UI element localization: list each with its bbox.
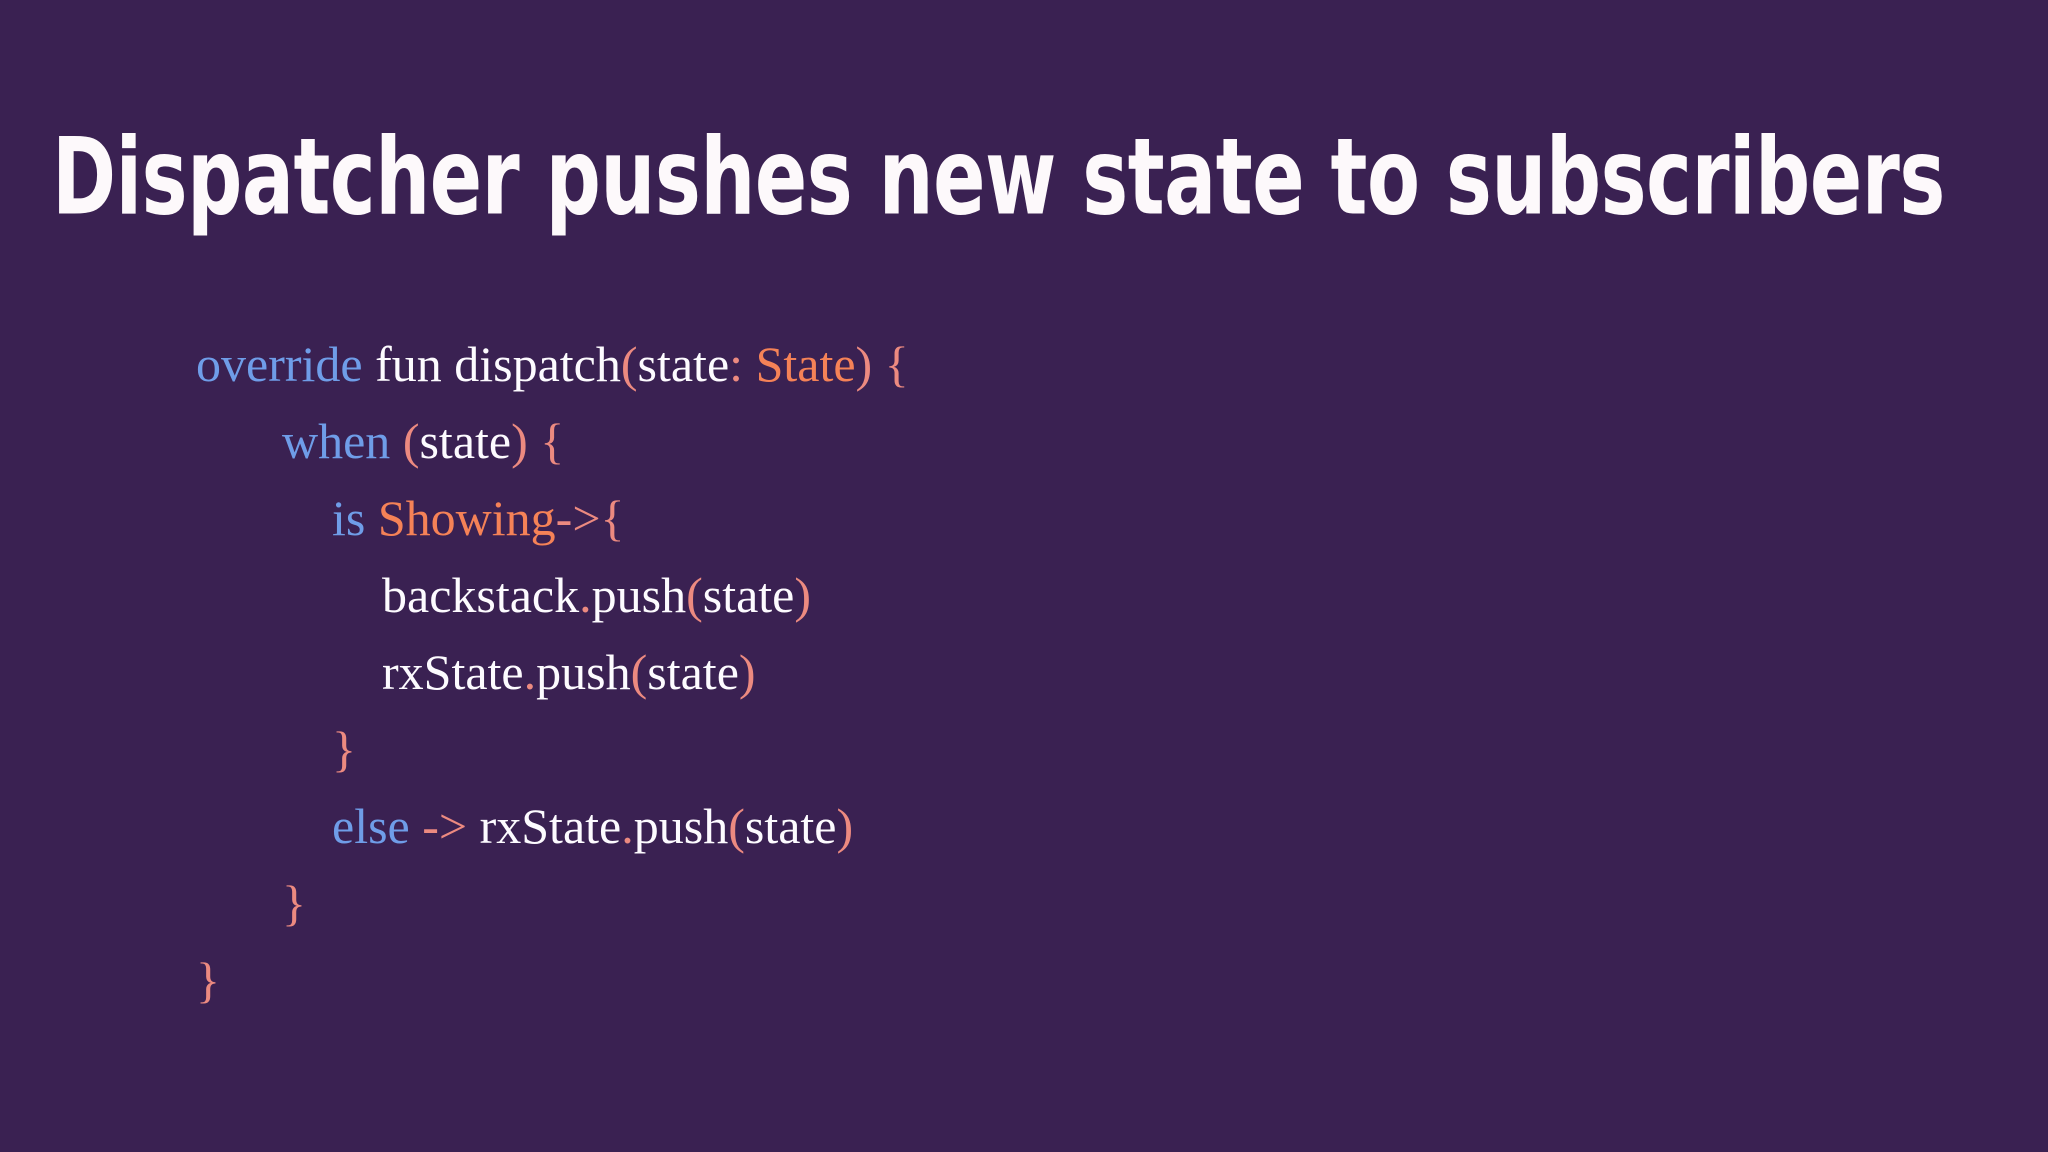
- code-token-punctuation: ) {: [855, 336, 909, 392]
- code-line-4: backstack.push(state): [196, 557, 909, 634]
- code-token-identifier: push: [591, 567, 687, 623]
- code-line-2: when (state) {: [196, 403, 909, 480]
- code-token-keyword: is: [332, 490, 366, 546]
- code-token-punctuation: (: [630, 644, 648, 700]
- code-token-punctuation: ): [836, 798, 854, 854]
- code-token-keyword: else: [332, 798, 410, 854]
- code-token-identifier: fun dispatch: [362, 336, 621, 392]
- code-token-punctuation: (: [686, 567, 703, 623]
- code-token-type: State: [755, 336, 856, 392]
- code-token-punctuation: .: [579, 567, 592, 623]
- code-token-identifier: push: [536, 644, 631, 700]
- code-line-9: }: [196, 942, 909, 1019]
- code-token-punctuation: .: [523, 644, 537, 700]
- code-token-keyword: override: [196, 336, 363, 392]
- code-token-punctuation: }: [196, 952, 220, 1008]
- code-token-identifier: state: [744, 798, 837, 854]
- code-token-identifier: rxState: [467, 798, 622, 854]
- code-token-punctuation: ->{: [555, 490, 625, 546]
- code-token-punctuation: (: [402, 413, 420, 469]
- code-token-punctuation: .: [621, 798, 634, 854]
- code-token-identifier: [743, 336, 756, 392]
- code-token-punctuation: :: [729, 336, 744, 392]
- code-line-5: rxState.push(state): [196, 634, 909, 711]
- code-line-1: override fun dispatch(state: State) {: [196, 326, 909, 403]
- slide-title: Dispatcher pushes new state to subscribe…: [52, 114, 1945, 239]
- code-token-identifier: state: [419, 413, 512, 469]
- code-token-type: Showing: [377, 490, 556, 546]
- code-token-identifier: state: [702, 567, 795, 623]
- code-token-punctuation: ->: [422, 798, 468, 854]
- code-token-identifier: [410, 798, 423, 854]
- code-token-keyword: when: [282, 413, 391, 469]
- code-line-7: else -> rxState.push(state): [196, 788, 909, 865]
- code-token-punctuation: ) {: [511, 413, 565, 469]
- code-token-punctuation: ): [738, 644, 756, 700]
- code-token-identifier: rxState: [382, 644, 524, 700]
- code-token-identifier: state: [647, 644, 739, 700]
- code-token-punctuation: ): [794, 567, 812, 623]
- code-line-6: }: [196, 711, 909, 788]
- code-token-identifier: state: [637, 336, 730, 392]
- code-token-punctuation: }: [332, 721, 356, 777]
- code-token-identifier: push: [633, 798, 729, 854]
- code-token-punctuation: }: [282, 875, 306, 931]
- code-token-identifier: [390, 413, 403, 469]
- code-token-punctuation: (: [620, 336, 638, 392]
- code-token-punctuation: (: [728, 798, 745, 854]
- code-block: override fun dispatch(state: State) {whe…: [196, 326, 909, 1019]
- code-token-identifier: backstack: [382, 567, 580, 623]
- code-token-identifier: [365, 490, 378, 546]
- code-line-3: is Showing->{: [196, 480, 909, 557]
- code-line-8: }: [196, 865, 909, 942]
